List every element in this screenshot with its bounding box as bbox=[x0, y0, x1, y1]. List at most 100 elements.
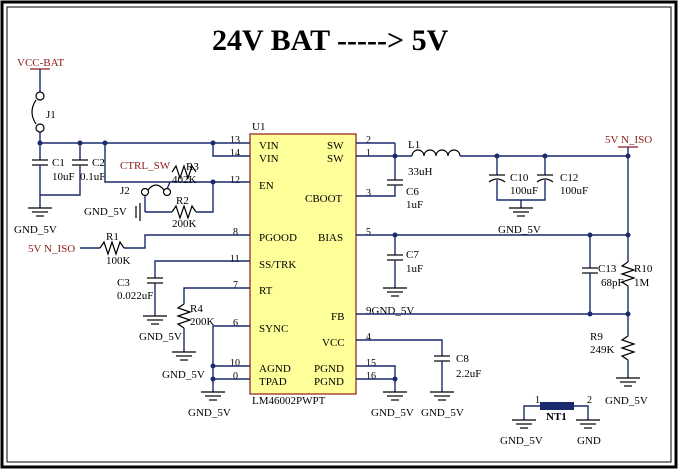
pin-name-sw-1: SW bbox=[327, 153, 344, 165]
nt1-body bbox=[540, 402, 574, 410]
junction-pgnd bbox=[392, 376, 398, 382]
junction-en-top bbox=[102, 140, 108, 146]
gnd-c8-label: GND_5V bbox=[421, 407, 464, 419]
c7-value: 1uF bbox=[406, 263, 423, 275]
l1-value: 33uH bbox=[408, 166, 433, 178]
r9-value: 249K bbox=[590, 344, 615, 356]
junction-vin bbox=[210, 140, 216, 146]
j2-contact-left bbox=[140, 187, 150, 197]
j1-contact-bottom bbox=[35, 123, 45, 133]
nt1-pin1: 1 bbox=[535, 395, 540, 406]
pin-num-6: 6 bbox=[233, 318, 238, 329]
pin-name-sw-2: SW bbox=[327, 140, 344, 152]
pin-num-5: 5 bbox=[366, 227, 371, 238]
pin-num-15: 15 bbox=[366, 358, 376, 369]
pin-name-ss-trk: SS/TRK bbox=[259, 259, 296, 271]
r4-body bbox=[176, 303, 192, 329]
l1-coil bbox=[411, 149, 461, 157]
pin-num-4: 4 bbox=[366, 332, 371, 343]
gnd-c3-label: GND_5V bbox=[139, 331, 182, 343]
r3-body bbox=[171, 164, 197, 180]
r3-value: 402K bbox=[172, 174, 197, 186]
pin-num-3: 3 bbox=[366, 188, 371, 199]
r3-ref: R3 bbox=[186, 161, 199, 173]
pin-num-13: 13 bbox=[230, 135, 240, 146]
c10-ref: C10 bbox=[510, 172, 529, 184]
c8-value: 2.2uF bbox=[456, 368, 481, 380]
net-vcc-bat: VCC-BAT bbox=[17, 57, 64, 69]
c13-value: 68pF bbox=[601, 277, 624, 289]
net-5v-n-iso-top: 5V N_ISO bbox=[605, 134, 652, 146]
r1-value: 100K bbox=[106, 255, 131, 267]
r2-ref: R2 bbox=[176, 195, 189, 207]
pin-num-0: 0 bbox=[233, 371, 238, 382]
sheet-inner-border bbox=[6, 6, 672, 463]
gnd-agnd-label: GND_5V bbox=[188, 407, 231, 419]
wire-sync bbox=[212, 325, 250, 392]
pin-num-11: 11 bbox=[230, 254, 240, 265]
c10-value: 100uF bbox=[510, 185, 538, 197]
wire-ss-trk bbox=[154, 260, 250, 278]
c6-value: 1uF bbox=[406, 199, 423, 211]
wire-c1-c2-bottom bbox=[39, 165, 81, 196]
pin-name-pgnd-16: PGND bbox=[314, 376, 344, 388]
net-ctrl-sw: CTRL_SW bbox=[120, 160, 171, 172]
c13-ref: C13 bbox=[598, 263, 617, 275]
wire-cboot bbox=[356, 185, 396, 197]
junction-en bbox=[210, 179, 216, 185]
nt1-pin2: 2 bbox=[587, 395, 592, 406]
c10-plate-bottom bbox=[488, 178, 506, 183]
pin-num-8: 8 bbox=[233, 227, 238, 238]
j2-jumper-arc bbox=[147, 184, 165, 191]
pin-name-pgnd-15: PGND bbox=[314, 363, 344, 375]
pin-name-en: EN bbox=[259, 180, 274, 192]
c3-ref: C3 bbox=[117, 277, 130, 289]
c1-ref: C1 bbox=[52, 157, 65, 169]
c12-value: 100uF bbox=[560, 185, 588, 197]
gnd-c1-label: GND_5V bbox=[14, 224, 57, 236]
nt1-ref: NT1 bbox=[546, 411, 567, 423]
gnd-r9-label: GND_5V bbox=[605, 395, 648, 407]
gnd-j2-label: GND_5V bbox=[84, 206, 127, 218]
pin-name-vin-13: VIN bbox=[259, 140, 279, 152]
gnd-nt1-left-label: GND_5V bbox=[500, 435, 543, 447]
wire-pgood bbox=[124, 234, 250, 249]
gnd-nt1-right-label: GND bbox=[577, 435, 601, 447]
r10-value: 1M bbox=[634, 277, 650, 289]
pin-num-2: 2 bbox=[366, 135, 371, 146]
r2-value: 200K bbox=[172, 218, 197, 230]
pin-num-7: 7 bbox=[233, 280, 238, 291]
pin-name-rt: RT bbox=[259, 285, 273, 297]
j2-ref: J2 bbox=[120, 185, 130, 197]
wire-vcc bbox=[356, 339, 443, 356]
junction-c2 bbox=[77, 140, 83, 146]
r1-ref: R1 bbox=[106, 231, 119, 243]
ic-ref: U1 bbox=[252, 121, 265, 133]
r9-ref: R9 bbox=[590, 331, 603, 343]
pin-name-bias: BIAS bbox=[318, 232, 343, 244]
c12-ref: C12 bbox=[560, 172, 578, 184]
r4-ref: R4 bbox=[190, 303, 203, 315]
r10-ref: R10 bbox=[634, 263, 653, 275]
pin-num-12: 12 bbox=[230, 175, 240, 186]
c2-ref: C2 bbox=[92, 157, 105, 169]
r9-body bbox=[620, 335, 636, 361]
pin-num-16: 16 bbox=[366, 371, 376, 382]
pin-name-fb: FB bbox=[331, 311, 344, 323]
pin-name-agnd: AGND bbox=[259, 363, 291, 375]
wire-j2-en bbox=[166, 181, 171, 190]
pin-name-vin-14: VIN bbox=[259, 153, 279, 165]
ic-body bbox=[249, 133, 357, 395]
pin-name-sync: SYNC bbox=[259, 323, 288, 335]
c8-ref: C8 bbox=[456, 353, 469, 365]
j2-contact-right bbox=[162, 187, 172, 197]
pin-num-1: 1 bbox=[366, 148, 371, 159]
j1-contact-top bbox=[35, 91, 45, 101]
c3-value: 0.022uF bbox=[117, 290, 153, 302]
j1-jumper-arc bbox=[31, 99, 37, 125]
pin-name-pgood: PGOOD bbox=[259, 232, 297, 244]
gnd-c7-label: 9GND_5V bbox=[366, 305, 414, 317]
r1-body bbox=[99, 240, 125, 256]
